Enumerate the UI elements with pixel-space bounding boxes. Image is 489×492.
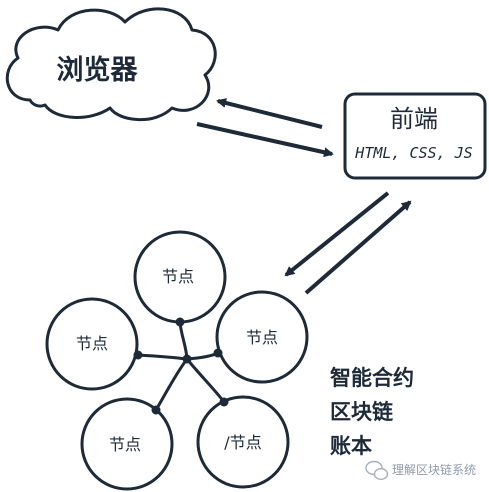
node-left: 节点: [45, 297, 139, 391]
watermark: 理解区块链系统: [365, 460, 476, 481]
frontend-title: 前端: [390, 105, 438, 133]
node-top: 节点: [133, 230, 227, 324]
node-circle: [80, 397, 174, 491]
link-right-node: [185, 351, 220, 361]
smart-contract-label: 智能合约: [330, 366, 414, 390]
blockchain-labels: 智能合约 区块链 账本: [330, 366, 414, 458]
node-label: 节点: [76, 334, 108, 353]
junction-dot-center: [182, 354, 192, 364]
arrow-frontend-to-browser: [216, 98, 323, 129]
link-bottom-left-node: [154, 357, 189, 412]
frontend-box: 前端 HTML, CSS, JS: [343, 92, 487, 180]
node-circle: [215, 290, 309, 384]
frontend-subtitle: HTML, CSS, JS: [354, 144, 472, 162]
link-bottom-right-node: [185, 357, 226, 404]
browser-label: 浏览器: [57, 54, 139, 86]
node-label: 节点: [162, 267, 194, 286]
arrow-browser-to-frontend: [196, 122, 334, 158]
frontend-box-shape: [343, 92, 487, 180]
watermark-text: 理解区块链系统: [392, 462, 476, 477]
cloud-shape: [5, 7, 217, 122]
blockchain-label: 区块链: [330, 400, 394, 424]
junction-dots: [133, 317, 229, 415]
link-top-node: [178, 320, 189, 361]
node-circle: [196, 395, 290, 489]
node-right: 节点: [215, 290, 309, 384]
arrow-frontend-to-nodes: [284, 191, 390, 277]
node-bottom-left: 节点: [80, 397, 174, 491]
junction-dot-bottom-right: [219, 397, 229, 407]
ledger-label: 账本: [330, 434, 372, 458]
arrow-nodes-to-frontend: [304, 200, 412, 295]
node-circle: [45, 297, 139, 391]
junction-dot-bottom-left: [151, 405, 161, 415]
node-label: 节点: [246, 328, 278, 347]
node-connections: [136, 320, 226, 412]
node-label: 节点: [109, 435, 141, 454]
browser-cloud: 浏览器: [5, 7, 217, 122]
node-label: /节点: [224, 433, 261, 452]
junction-dot-top: [175, 317, 185, 327]
node-bottom-right: /节点: [196, 395, 290, 489]
junction-dot-left: [133, 350, 143, 360]
junction-dot-right: [213, 348, 223, 358]
wechat-icon: [365, 460, 389, 481]
link-left-node: [136, 353, 189, 361]
